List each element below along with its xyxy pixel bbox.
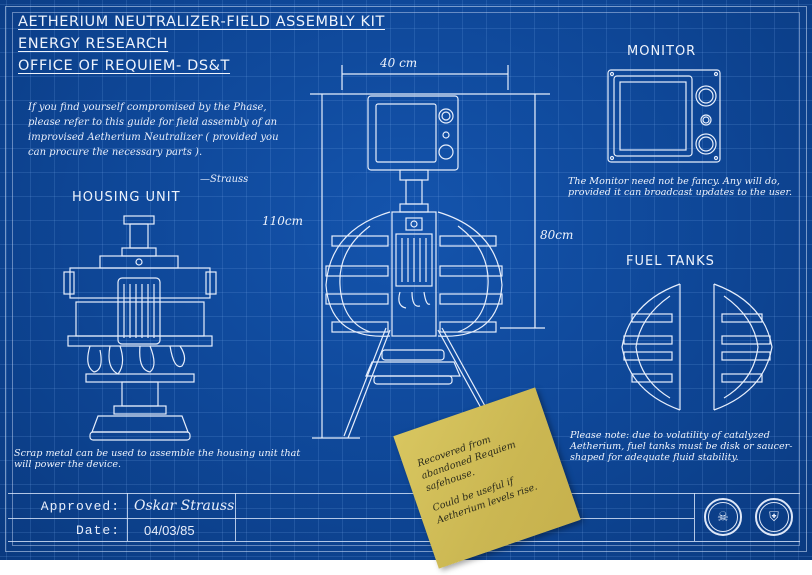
- document-title: AETHERIUM NEUTRALIZER-FIELD ASSEMBLY KIT: [18, 14, 385, 30]
- monitor-note: The Monitor need not be fancy. Any will …: [568, 176, 793, 198]
- intro-signature: —Strauss: [200, 174, 249, 185]
- requiem-seal-icon: ☠: [704, 498, 742, 536]
- agency-eagle-seal-icon: ⛨: [755, 498, 793, 536]
- fuel-tanks-title: FUEL TANKS: [626, 254, 715, 269]
- housing-unit-note: Scrap metal can be used to assemble the …: [14, 448, 301, 470]
- intro-text: If you find yourself compromised by the …: [28, 102, 279, 158]
- title-block-divider-2: [235, 493, 236, 541]
- neutralizer-assembly-drawing-icon: [310, 65, 550, 439]
- approved-label: Approved:: [40, 499, 120, 514]
- office-label: OFFICE OF REQUIEM- DS&T: [18, 58, 231, 74]
- inner-border: [12, 12, 800, 546]
- body-height-dimension-label: 80cm: [540, 228, 574, 242]
- title-block-divider-3: [694, 493, 695, 541]
- fuel-tanks-note: Please note: due to volatility of cataly…: [570, 430, 793, 463]
- monitor-drawing-icon: [607, 69, 721, 163]
- outer-border: [5, 6, 807, 552]
- approved-signature: Oskar Strauss: [134, 498, 235, 514]
- title-block-divider-1: [127, 493, 128, 541]
- width-dimension-label: 40 cm: [380, 56, 418, 70]
- fuel-tanks-drawing-icon: [621, 283, 773, 411]
- monitor-title: MONITOR: [627, 44, 697, 59]
- date-value: 04/03/85: [144, 523, 195, 538]
- housing-unit-drawing-icon: [63, 215, 217, 441]
- title-block-mid-line: [8, 518, 694, 519]
- date-label: Date:: [75, 523, 120, 538]
- blueprint-sheet: AETHERIUM NEUTRALIZER-FIELD ASSEMBLY KIT…: [0, 0, 812, 560]
- title-block-top-line: [8, 493, 800, 494]
- height-dimension-label: 110cm: [262, 214, 304, 228]
- department-label: ENERGY RESEARCH: [18, 36, 169, 52]
- housing-unit-title: HOUSING UNIT: [72, 190, 181, 205]
- title-block-bottom-line: [8, 541, 800, 542]
